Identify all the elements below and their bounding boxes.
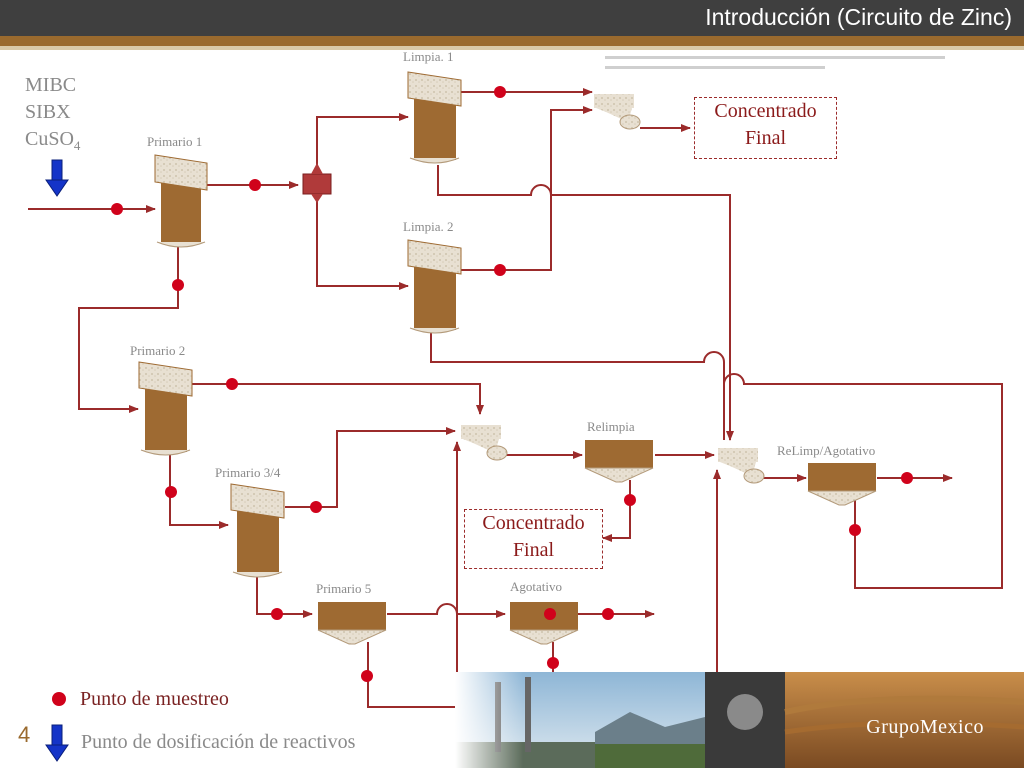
cyclone-right — [718, 448, 765, 484]
tank-cell-relimpia — [584, 440, 654, 483]
sampling-point — [624, 494, 636, 506]
sampling-point — [494, 86, 506, 98]
distributor-box — [302, 163, 332, 203]
concentrate-final-box-top: Concentrado Final — [694, 97, 837, 159]
page-number: 4 — [18, 722, 31, 747]
reagent-list: MIBC SIBX CuSO4 — [25, 72, 80, 159]
sampling-point — [602, 608, 614, 620]
decorative-line — [605, 56, 945, 59]
reagent-sibx: SIBX — [25, 101, 71, 123]
sampling-point — [494, 264, 506, 276]
label-primario2: Primario 2 — [130, 343, 185, 358]
sampling-point — [165, 486, 177, 498]
photo-collage-banner: GrupoMexico — [455, 672, 1024, 768]
label-limpia1: Limpia. 1 — [403, 49, 454, 64]
cyclone-top — [594, 94, 641, 130]
tank-cell-relimp-agotativo — [807, 463, 877, 506]
header-accent-bar-light — [0, 46, 1024, 50]
sampling-point — [226, 378, 238, 390]
sampling-point — [310, 501, 322, 513]
sampling-point — [172, 279, 184, 291]
sampling-point — [547, 657, 559, 669]
sampling-point — [849, 524, 861, 536]
legend-sampling-point: Punto de muestreo — [80, 688, 229, 710]
label-primario5: Primario 5 — [316, 581, 371, 596]
legend-sampling-dot-icon — [52, 692, 66, 706]
concentrate-final-box-middle: Concentrado Final — [464, 509, 603, 569]
header-bar: Introducción (Circuito de Zinc) — [0, 0, 1024, 36]
tank-cell-agotativo — [509, 602, 579, 645]
column-cell-limpia2 — [407, 239, 462, 334]
sampling-point — [111, 203, 123, 215]
label-relimp-agotativo: ReLimp/Agotativo — [777, 443, 875, 458]
decorative-line — [605, 66, 825, 69]
label-primario1: Primario 1 — [147, 134, 202, 149]
legend-dosing-point: Punto de dosificación de reactivos — [81, 731, 356, 753]
page-title: Introducción (Circuito de Zinc) — [705, 4, 1012, 30]
sampling-point — [271, 608, 283, 620]
reagent-cuso4: CuSO4 — [25, 128, 81, 153]
sampling-point — [544, 608, 556, 620]
label-agotativo: Agotativo — [510, 579, 562, 594]
sampling-point — [361, 670, 373, 682]
header-accent-bar — [0, 36, 1024, 46]
label-relimpia: Relimpia — [587, 419, 635, 434]
cyclone-middle — [461, 425, 508, 461]
grupo-mexico-logo: GrupoMexico — [866, 716, 984, 738]
sampling-point — [249, 179, 261, 191]
column-cell-primario2 — [138, 361, 193, 456]
column-cell-primario34 — [230, 483, 285, 578]
label-primario34: Primario 3/4 — [215, 465, 281, 480]
legend-dosing-arrow-icon — [45, 724, 69, 762]
label-limpia2: Limpia. 2 — [403, 219, 454, 234]
sampling-points — [111, 86, 913, 682]
dosing-arrow-icon — [45, 159, 69, 197]
reagent-mibc: MIBC — [25, 74, 77, 96]
tank-cell-primario5 — [317, 602, 387, 645]
sampling-point — [901, 472, 913, 484]
column-cell-limpia1 — [407, 71, 462, 164]
column-cell-primario1 — [154, 154, 208, 248]
